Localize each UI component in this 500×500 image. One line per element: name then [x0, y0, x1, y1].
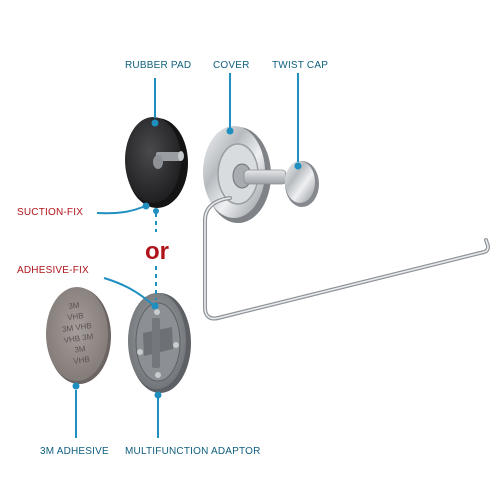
adhesive-fix-pointer — [103, 277, 153, 305]
pointer-dots — [72, 119, 302, 399]
multifunction-adaptor — [128, 293, 191, 393]
or-label: or — [145, 238, 169, 265]
cover-label: COVER — [213, 60, 250, 71]
adaptor-label: MULTIFUNCTION ADAPTOR — [125, 446, 261, 457]
pointer-lines — [75, 73, 299, 438]
adhesive-fix-label: ADHESIVE-FIX — [17, 265, 89, 276]
adhesive-disc — [46, 287, 111, 384]
suction-fix-pointer — [96, 206, 144, 215]
cover-disc — [203, 126, 287, 223]
adhesive-print: 3M VHB 3M VHB VHB 3M 3M VHB — [45, 296, 110, 373]
adhesive-label: 3M ADHESIVE — [40, 446, 109, 457]
twist-cap — [285, 161, 319, 207]
suction-fix-label: SUCTION-FIX — [17, 207, 84, 218]
rubber-pad-label: RUBBER PAD — [125, 60, 192, 71]
twist-cap-label: TWIST CAP — [272, 60, 329, 71]
rubber-pad-disc — [125, 117, 188, 208]
